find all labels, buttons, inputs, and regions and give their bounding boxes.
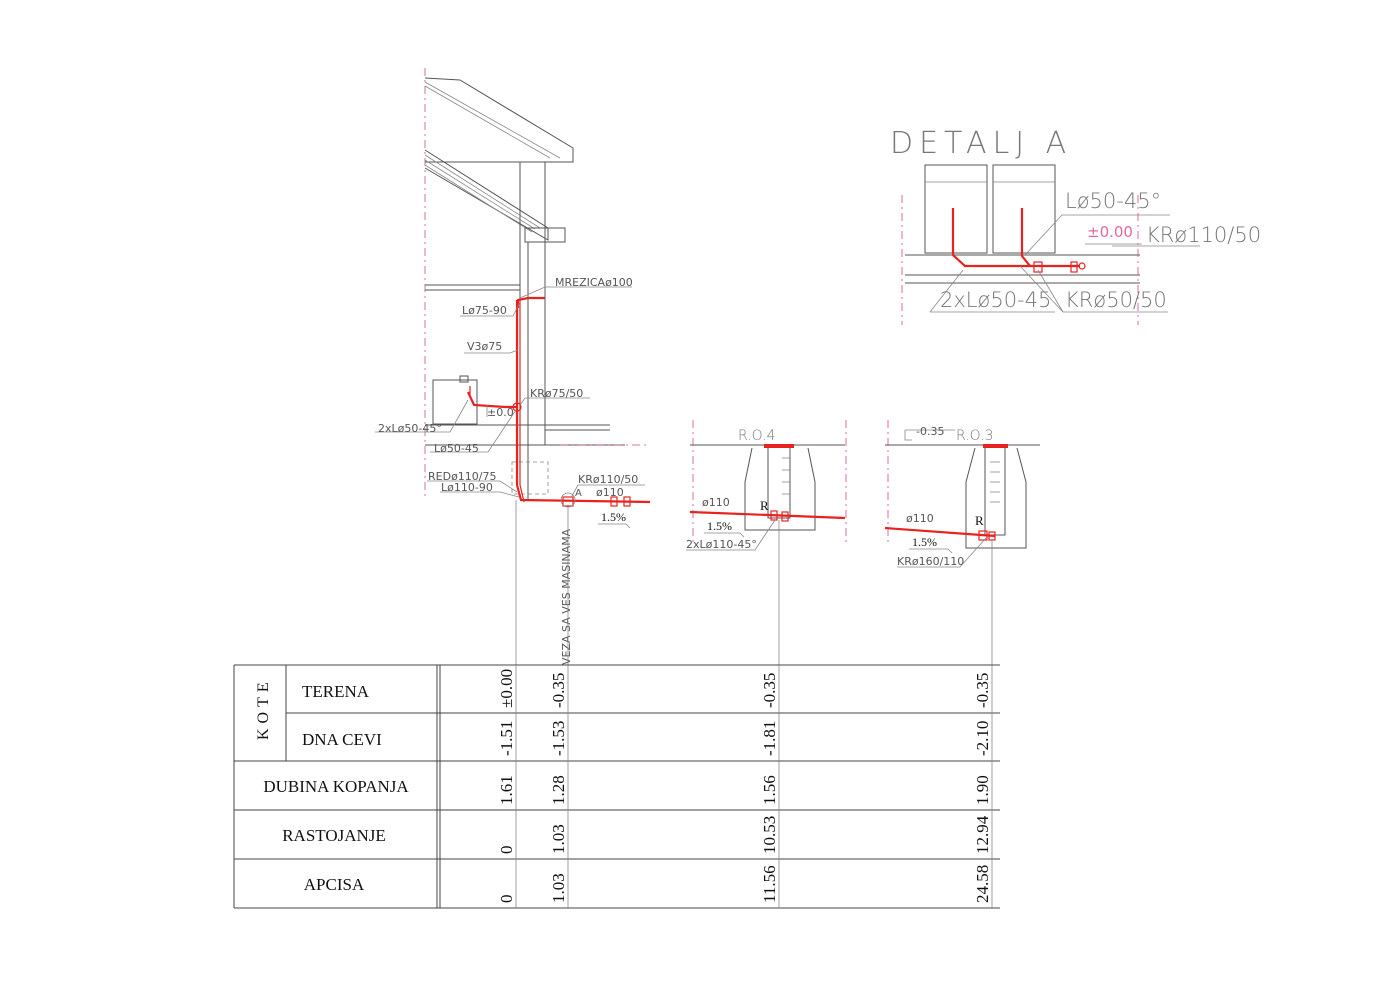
slope-c-label: 1.5% (912, 535, 937, 549)
l110-90-label: Lø110-90 (441, 481, 493, 494)
table-value: 1.03 (549, 824, 568, 854)
manhole-ro3: R.O.3 -0.35 ø110 1.5% R KRø160/110 (884, 420, 1040, 568)
table-value: -1.81 (760, 721, 779, 756)
table-value: -1.53 (549, 721, 568, 756)
detail-a: DETALJ A Lø50-45° ±0.00 KRø110/50 2xLø50… (890, 126, 1261, 325)
marker-a-label: A (575, 488, 582, 499)
kr75-50-label: KRø75/50 (530, 387, 583, 400)
pipe-110-b-label: ø110 (702, 496, 730, 509)
detail-kr110-50-label: KRø110/50 (1146, 223, 1261, 247)
row-label-apcisa: APCISA (304, 875, 365, 894)
table-value: 0 (497, 846, 516, 855)
pipe-110-a-label: ø110 (596, 486, 624, 499)
kr160-110-label: KRø160/110 (897, 555, 964, 568)
kote-label: KOTE (255, 677, 272, 740)
table-values: ±0.00 -0.35 -0.35 -0.35 -1.51 -1.53 -1.81 -2.10… (497, 669, 992, 903)
ro3-label: R.O.3 (956, 428, 994, 444)
table-value: -0.35 (549, 673, 568, 708)
detail-elevation-label: ±0.00 (1087, 223, 1133, 241)
table-value: 11.56 (760, 865, 779, 903)
table-value: 12.94 (973, 815, 992, 854)
mrezica-label: MREZICAø100 (555, 276, 633, 289)
row-label-rastojanje: RASTOJANJE (282, 826, 386, 845)
red110-75-label: REDø110/75 (428, 470, 497, 483)
2xl50-45-label: 2xLø50-45° (378, 422, 442, 435)
detail-2xl50-45-label: 2xLø50-45 (940, 288, 1051, 312)
slope-a-label: 1.5% (601, 510, 626, 524)
detail-kr50-50-label: KRø50/50 (1065, 288, 1167, 312)
slope-b-label: 1.5% (707, 519, 732, 533)
r-c-label: R (975, 513, 984, 528)
building-labels: MREZICAø100 Lø75-90 V3ø75 KRø75/50 ±0.0 … (378, 276, 638, 665)
pipe-network-building (467, 296, 651, 508)
table-value: 0 (497, 895, 516, 904)
table-value: -0.35 (973, 673, 992, 708)
detail-title: DETALJ A (890, 126, 1072, 161)
r-b-label: R (760, 498, 769, 513)
table-value: 1.56 (760, 775, 779, 805)
veza-label: VEZA SA VES MASINAMA (560, 528, 573, 665)
ro3-elevation-label: -0.35 (916, 425, 944, 438)
detail-l50-45-label: Lø50-45° (1065, 189, 1161, 213)
2xl110-45-label: 2xLø110-45° (686, 538, 757, 551)
kr110-50-label: KRø110/50 (578, 473, 638, 486)
table-value: -0.35 (760, 673, 779, 708)
table-value: 24.58 (973, 865, 992, 903)
pipe-110-c-label: ø110 (906, 512, 934, 525)
row-label-dubina: DUBINA KOPANJA (263, 777, 409, 796)
station-lines (515, 500, 993, 665)
table-value: 10.53 (760, 816, 779, 854)
table-value: -1.51 (497, 721, 516, 756)
leader-lines (375, 286, 645, 498)
profile-table: KOTE TERENA DNA CEVI DUBINA KOPANJA RAST… (233, 664, 1000, 909)
table-value: ±0.00 (497, 669, 516, 708)
manhole-ro4: R.O.4 ø110 1.5% R 2xLø110-45° (686, 420, 847, 551)
row-label-terena: TERENA (302, 682, 370, 701)
v3-75-label: V3ø75 (467, 340, 502, 353)
table-value: -2.10 (973, 721, 992, 756)
row-label-dna-cevi: DNA CEVI (302, 730, 382, 749)
l75-90-label: Lø75-90 (462, 304, 507, 317)
zero-elevation-label: ±0.0 (487, 406, 514, 419)
table-value: 1.28 (549, 775, 568, 805)
l50-45-label: Lø50-45 (434, 442, 479, 455)
table-value: 1.90 (973, 775, 992, 805)
table-value: 1.61 (497, 775, 516, 805)
ro4-label: R.O.4 (738, 428, 776, 444)
table-value: 1.03 (549, 873, 568, 903)
